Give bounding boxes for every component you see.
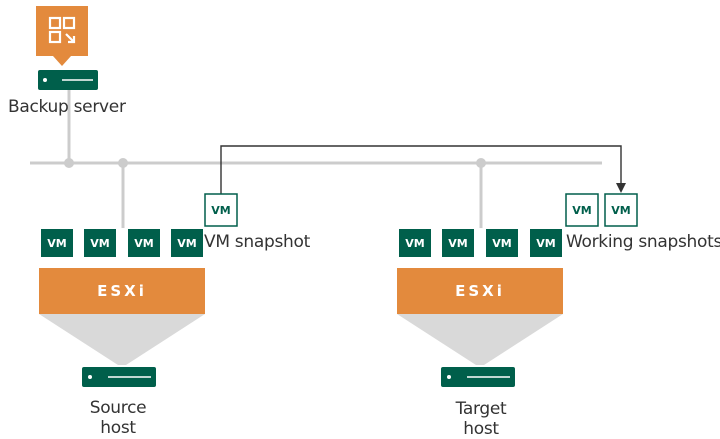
- svg-text:VM: VM: [536, 237, 555, 250]
- source-vm-icon: VM: [41, 229, 73, 257]
- svg-text:VM: VM: [448, 237, 467, 250]
- backup-server-icon: [36, 6, 88, 66]
- source-host-label-line1: Source: [89, 398, 147, 418]
- svg-text:ESXi: ESXi: [455, 282, 505, 300]
- target-vm-icon: VM: [530, 229, 562, 257]
- target-esxi-bar: ESXi: [397, 268, 563, 314]
- source-vm-snapshot-badge: VM: [204, 193, 238, 227]
- source-vm-icon: VM: [171, 229, 203, 257]
- svg-text:VM: VM: [492, 237, 511, 250]
- svg-text:ESXi: ESXi: [97, 282, 147, 300]
- working-snapshot-badge: VM: [565, 193, 599, 227]
- target-vm-icon: VM: [486, 229, 518, 257]
- backup-server-label: Backup server: [8, 97, 126, 117]
- target-vm-icon: VM: [399, 229, 431, 257]
- svg-text:VM: VM: [90, 237, 109, 250]
- svg-text:VM: VM: [47, 237, 66, 250]
- network-node: [118, 158, 128, 168]
- target-host-label: Target host: [431, 399, 531, 439]
- source-host-label-line2: host: [100, 418, 136, 438]
- working-snapshot-badge: VM: [604, 193, 638, 227]
- target-host: VM VM VM VM VM VM ESXi: [397, 193, 638, 387]
- svg-text:VM: VM: [134, 237, 153, 250]
- source-esxi-bar: ESXi: [39, 268, 205, 314]
- source-cone: [39, 314, 205, 365]
- working-snapshots-label: Working snapshots: [566, 232, 720, 252]
- target-vm-icon: VM: [442, 229, 474, 257]
- source-vm-icon: VM: [128, 229, 160, 257]
- source-host-server-icon: [82, 367, 156, 387]
- svg-text:VM: VM: [211, 204, 230, 217]
- source-host-label: Source host: [68, 398, 168, 438]
- svg-text:VM: VM: [405, 237, 424, 250]
- target-host-label-line1: Target: [455, 399, 507, 419]
- source-host: VM VM VM VM VM ESXi: [39, 193, 238, 387]
- replication-arrow: [220, 145, 626, 194]
- vm-snapshot-label: VM snapshot: [204, 232, 310, 252]
- target-host-label-line2: host: [463, 419, 499, 439]
- network-node: [64, 158, 74, 168]
- source-vm-icon: VM: [84, 229, 116, 257]
- svg-text:VM: VM: [572, 204, 591, 217]
- backup-server-box-icon: [38, 70, 98, 90]
- target-host-server-icon: [441, 367, 515, 387]
- network-node: [476, 158, 486, 168]
- svg-text:VM: VM: [611, 204, 630, 217]
- backup-server: [36, 6, 98, 90]
- svg-text:VM: VM: [177, 237, 196, 250]
- target-cone: [397, 314, 563, 365]
